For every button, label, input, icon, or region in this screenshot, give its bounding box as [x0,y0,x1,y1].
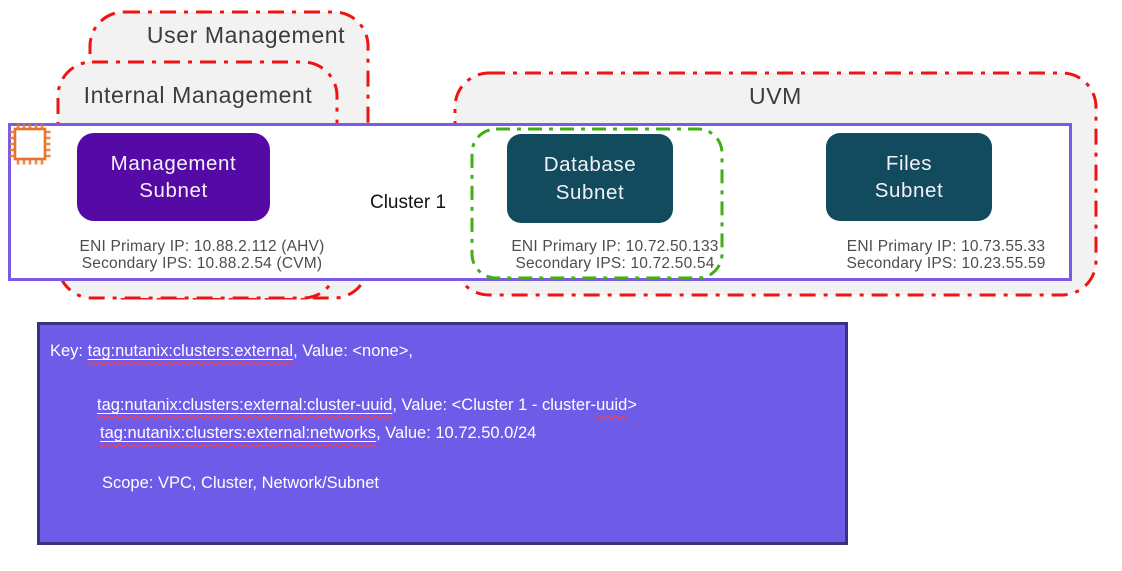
tag-value-uuid-word: uuid [596,396,628,414]
tag-line-external: Key: tag:nutanix:clusters:external, Valu… [50,342,413,361]
files-subnet-card: Files Subnet [826,133,992,221]
user-management-zone-label: User Management [146,22,346,48]
management-subnet-card: Management Subnet [77,133,270,221]
tag-info-box: Key: tag:nutanix:clusters:external, Valu… [37,322,848,545]
database-subnet-card: Database Subnet [507,134,673,223]
cpu-chip-icon [9,123,51,165]
database-eni-primary: ENI Primary IP: 10.72.50.133 [511,238,719,255]
management-subnet-eni-info: ENI Primary IP: 10.88.2.112 (AHV) Second… [62,238,342,272]
tag-key-prefix: Key: [50,342,88,360]
cluster-1-label: Cluster 1 [369,192,447,213]
tag-name-cluster-uuid: tag:nutanix:clusters:external:cluster-uu… [97,396,393,414]
internal-management-zone-label: Internal Management [83,82,313,108]
tag-value-networks: , Value: 10.72.50.0/24 [376,424,537,442]
management-eni-secondary: Secondary IPS: 10.88.2.54 (CVM) [81,254,323,272]
database-subnet-label: Database Subnet [543,153,637,204]
database-subnet-eni-info: ENI Primary IP: 10.72.50.133 Secondary I… [483,238,747,272]
management-subnet-label: Management Subnet [110,151,237,202]
tag-name-networks: tag:nutanix:clusters:external:networks [100,424,377,442]
tag-scope-line: Scope: VPC, Cluster, Network/Subnet [102,474,379,492]
tag-line-cluster-uuid: tag:nutanix:clusters:external:cluster-uu… [97,396,637,415]
files-eni-primary: ENI Primary IP: 10.73.55.33 [846,238,1046,255]
files-subnet-eni-info: ENI Primary IP: 10.73.55.33 Secondary IP… [836,238,1056,272]
tag-line-networks: tag:nutanix:clusters:external:networks, … [100,424,536,443]
uvm-zone-label: UVM [749,83,802,109]
management-eni-primary: ENI Primary IP: 10.88.2.112 (AHV) [79,238,325,255]
database-eni-secondary: Secondary IPS: 10.72.50.54 [515,254,715,272]
tag-value-external: , Value: <none>, [293,342,413,360]
tag-value-cluster-uuid-end: > [627,396,637,414]
tag-value-cluster-uuid-mid: , Value: <Cluster 1 - cluster- [392,396,597,414]
files-subnet-label: Files Subnet [874,151,944,202]
tag-name-external: tag:nutanix:clusters:external [87,342,294,360]
files-eni-secondary: Secondary IPS: 10.23.55.59 [846,254,1046,272]
